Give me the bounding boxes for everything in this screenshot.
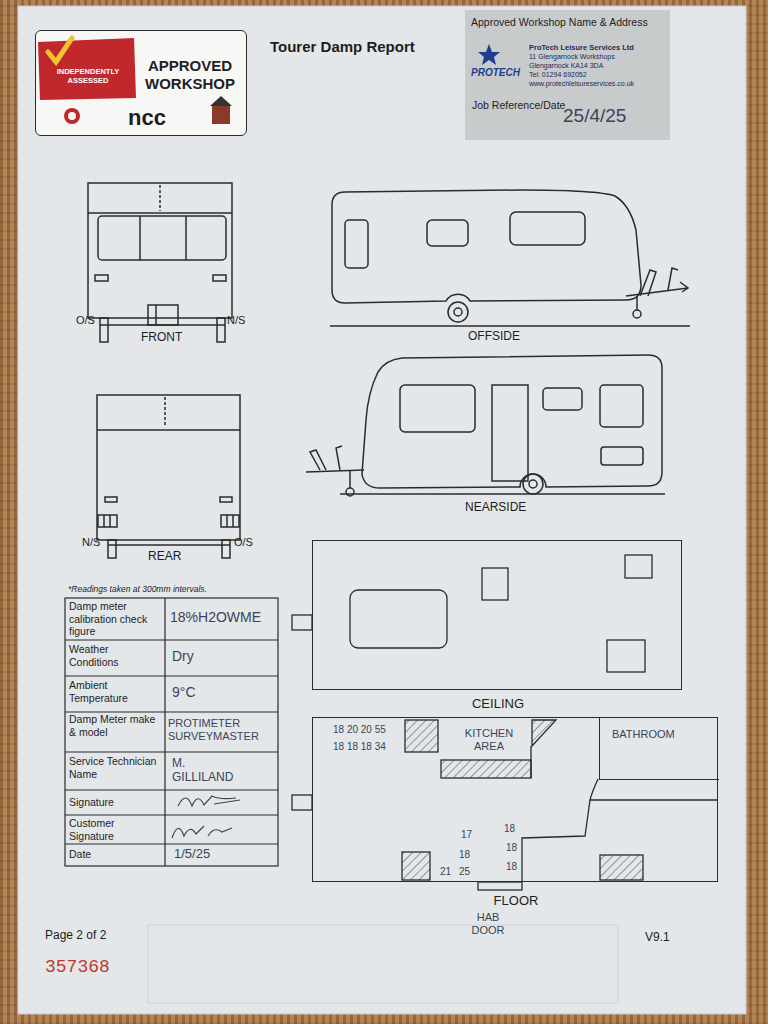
side-marker: O/S bbox=[76, 314, 95, 327]
view-label: CEILING bbox=[313, 696, 683, 712]
damp-reading: 18 18 18 34 bbox=[333, 741, 386, 753]
damp-reading: 18 bbox=[459, 849, 470, 861]
area-label: BATHROOM bbox=[612, 728, 675, 741]
box-heading: Approved Workshop Name & Address bbox=[471, 16, 648, 29]
table-value: Dry bbox=[172, 648, 194, 665]
side-marker: N/S bbox=[82, 536, 100, 549]
damp-reading: 18 bbox=[506, 842, 517, 854]
table-value: PROTIMETER SURVEYMASTER bbox=[168, 717, 276, 743]
logo-box: INDEPENDENTLY ASSESSED APPROVED WORKSHOP n… bbox=[35, 30, 247, 136]
view-label: NEARSIDE bbox=[465, 500, 526, 514]
view-label: FRONT bbox=[141, 330, 182, 344]
side-marker: N/S bbox=[227, 314, 245, 327]
table-cell: Date bbox=[69, 848, 91, 861]
damp-reading: 18 20 20 55 bbox=[333, 724, 386, 736]
damp-reading: 18 bbox=[506, 861, 517, 873]
damp-reading: 18 bbox=[504, 823, 515, 835]
side-marker: O/S bbox=[234, 536, 253, 549]
area-label: KITCHEN AREA bbox=[457, 727, 521, 753]
view-label: REAR bbox=[148, 549, 181, 563]
logo-title: APPROVED WORKSHOP bbox=[140, 57, 240, 93]
address-line: Glengarnock KA14 3DA bbox=[529, 62, 603, 70]
table-cell: Customer Signature bbox=[69, 817, 139, 842]
address-line: www.protechleisureservices.co.uk bbox=[529, 80, 634, 88]
table-value: M. GILLILAND bbox=[172, 756, 244, 785]
note: *Readings taken at 300mm intervals. bbox=[68, 584, 207, 594]
logo-mark: ncc bbox=[128, 105, 166, 131]
kitchen-area: KITCHEN AREA bbox=[441, 721, 533, 778]
version-number: V9.1 bbox=[645, 930, 670, 944]
signature-scribble bbox=[178, 796, 240, 806]
view-label: FLOOR bbox=[313, 893, 719, 909]
damp-reading: 17 bbox=[461, 829, 472, 841]
table-cell: Service Technician Name bbox=[69, 755, 161, 780]
table-cell: Weather Conditions bbox=[69, 643, 161, 668]
view-label: OFFSIDE bbox=[468, 329, 520, 343]
handwritten-date: 25/4/25 bbox=[563, 105, 626, 128]
table-value: 1/5/25 bbox=[174, 846, 210, 862]
table-value: 18%H2OWME bbox=[170, 609, 261, 626]
table-cell: Damp Meter make & model bbox=[69, 713, 161, 738]
table-cell: Damp meter calibration check figure bbox=[69, 600, 161, 638]
door-label: HAB DOOR bbox=[466, 911, 510, 937]
address-box: Approved Workshop Name & AddressPROTECH P… bbox=[465, 10, 670, 140]
page-number: Page 2 of 2 bbox=[45, 928, 106, 942]
bathroom-area: BATHROOM bbox=[599, 718, 719, 780]
address-line: 11 Glengarnock Workshops bbox=[529, 53, 615, 61]
address-line: ProTech Leisure Services Ltd bbox=[529, 43, 634, 52]
serial-number: 357368 bbox=[45, 957, 110, 979]
address-line: Tel: 01294 692052 bbox=[529, 71, 587, 79]
badge-text: INDEPENDENTLY ASSESSED bbox=[44, 67, 132, 85]
signature-scribble bbox=[172, 826, 232, 838]
table-cell: Signature bbox=[69, 796, 114, 809]
table-cell: Ambient Temperature bbox=[69, 679, 161, 704]
damp-reading: 25 bbox=[459, 866, 470, 878]
table-value: 9°C bbox=[172, 684, 196, 701]
box-heading: Job Reference/Date bbox=[472, 99, 565, 112]
ceiling-plan: CEILING bbox=[312, 540, 682, 690]
company-logo: PROTECH bbox=[471, 67, 520, 79]
page-title: Tourer Damp Report bbox=[270, 38, 415, 56]
damp-reading: 21 bbox=[440, 866, 451, 878]
